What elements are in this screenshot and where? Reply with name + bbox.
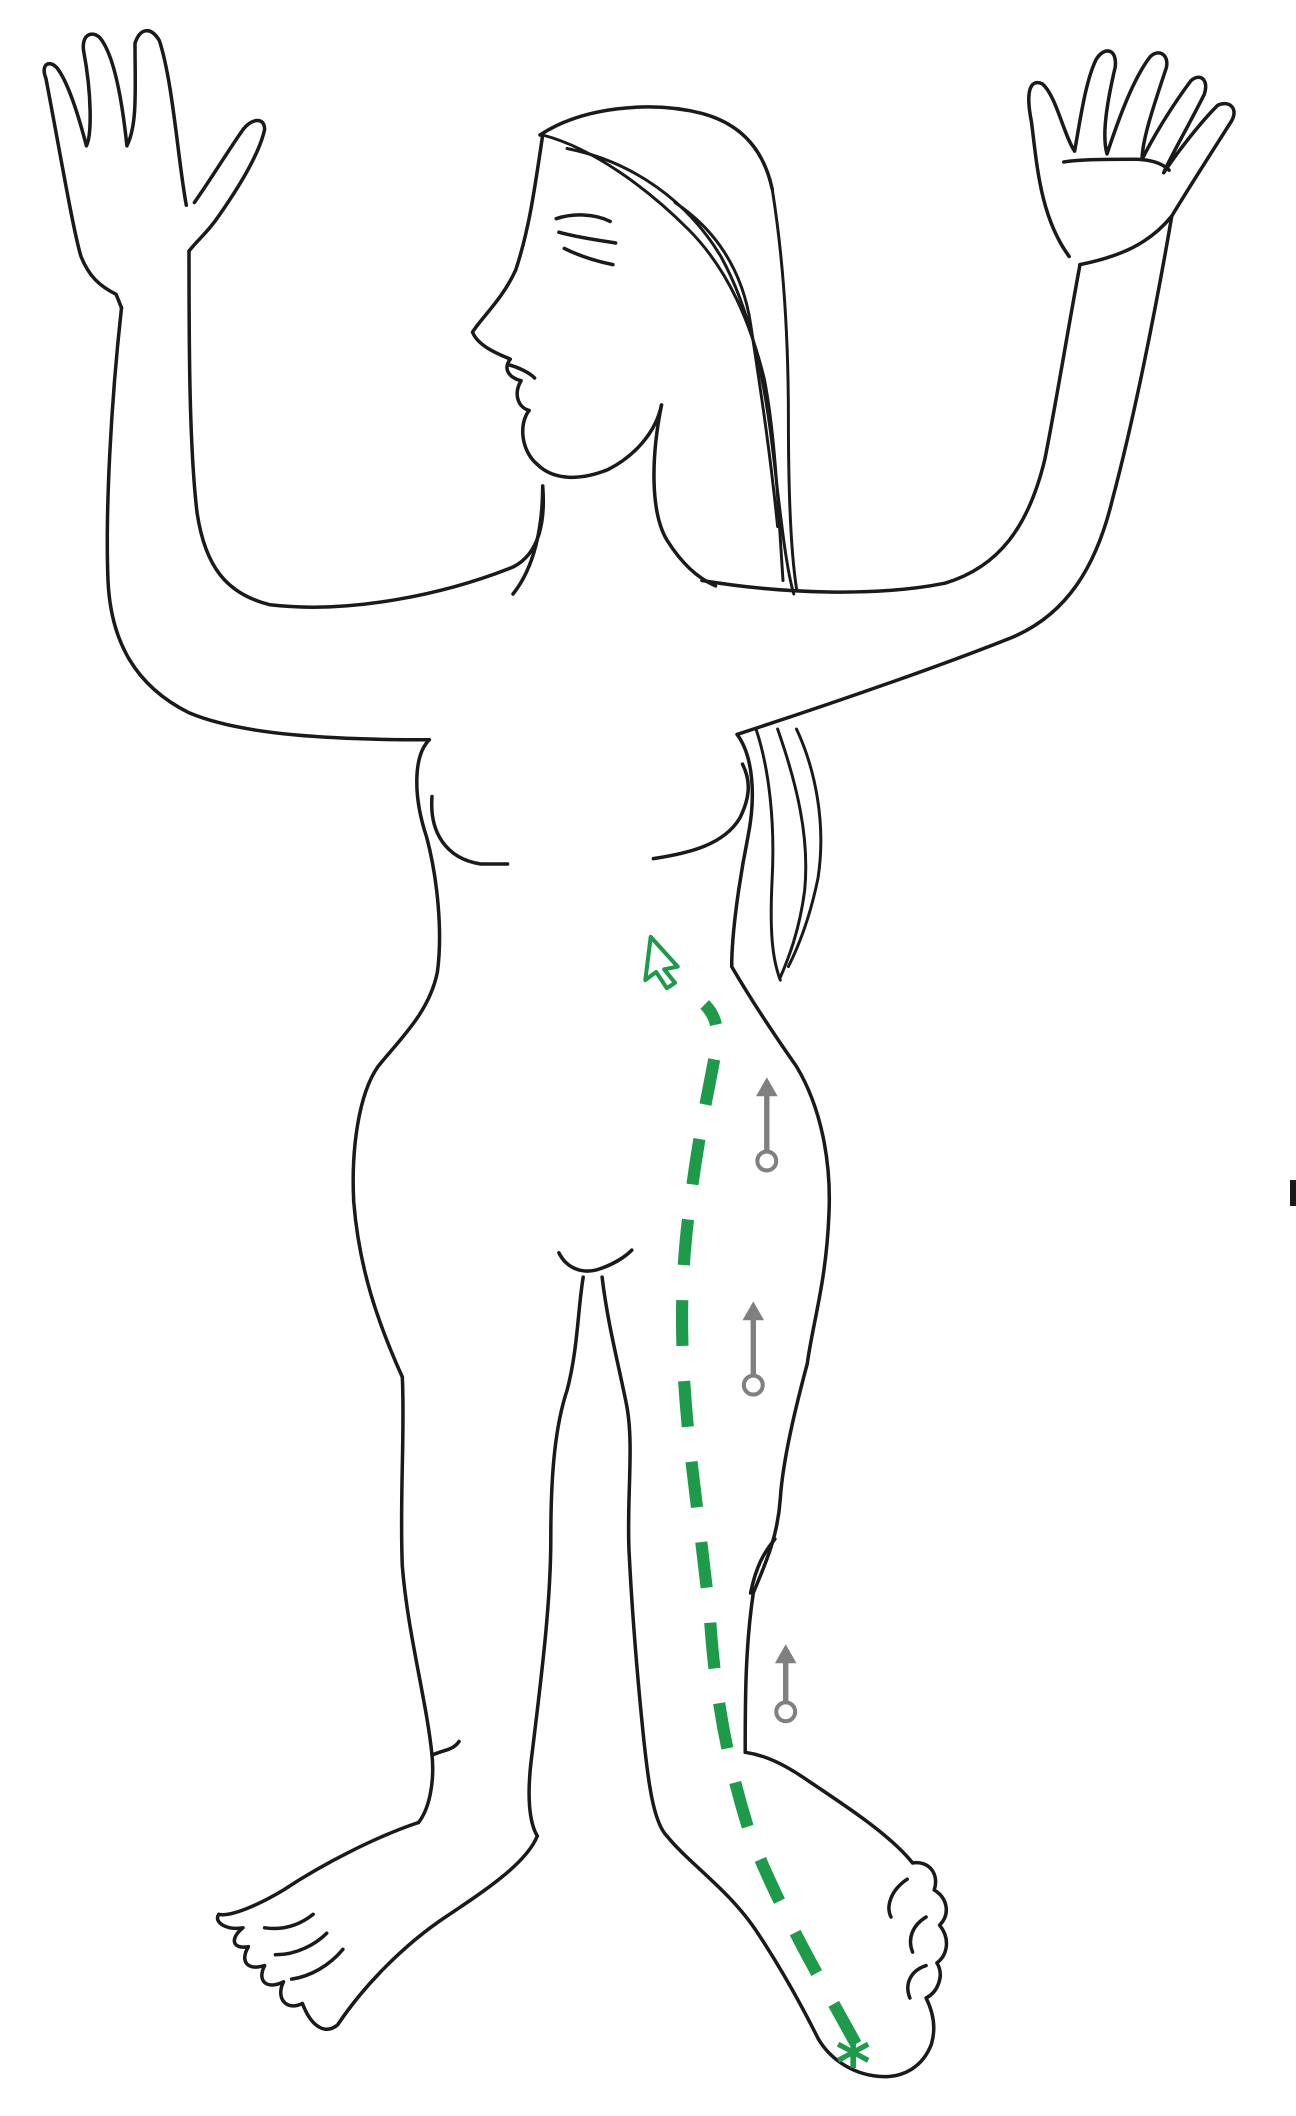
left-toe-lines — [265, 1914, 343, 1979]
page-edge-mark — [1290, 1180, 1296, 1206]
left-torso-outline — [353, 740, 439, 1377]
right-foot-outline — [667, 1752, 947, 2076]
brow-outline — [564, 248, 613, 264]
right-arm-outline — [702, 265, 1080, 592]
left-outer-leg-outline — [402, 1377, 433, 1823]
pathway-start-label: * — [836, 2024, 871, 2103]
right-outer-arm-outline — [737, 216, 1172, 734]
right-torso-outline — [732, 734, 830, 1363]
right-outer-leg-outline — [745, 1364, 807, 1753]
eyelid-outline — [559, 232, 616, 243]
ankle-crease — [432, 1742, 459, 1756]
hair-strand — [675, 203, 778, 527]
groin-outline — [559, 1250, 632, 1271]
flow-arrow-thigh — [743, 1301, 765, 1394]
hair-strand — [772, 189, 796, 589]
eye-outline — [556, 215, 610, 221]
hair-strand — [567, 149, 794, 595]
left-inner-leg-outline — [529, 1277, 583, 1836]
right-hand-inner-outline — [1064, 159, 1169, 170]
left-hand-outline — [44, 31, 186, 308]
flow-arrow-calf — [775, 1644, 797, 1721]
right-breast-outline — [653, 764, 748, 859]
left-inner-arm-outline — [189, 251, 543, 607]
neck-outline — [513, 486, 543, 594]
hair-lower-strand — [756, 729, 780, 980]
neck-back-outline — [654, 405, 716, 586]
hair-strand — [543, 135, 783, 581]
flow-arrow-hip — [756, 1077, 778, 1170]
left-thumb-outline — [189, 120, 265, 251]
arrowhead-icon — [645, 937, 677, 988]
left-foot-outline — [217, 1823, 537, 2030]
face-profile-outline — [473, 135, 662, 477]
left-breast-outline — [432, 797, 508, 865]
left-arm-outline — [107, 308, 429, 740]
right-toe-lines — [889, 1879, 926, 1998]
right-inner-leg-outline — [602, 1277, 667, 1836]
